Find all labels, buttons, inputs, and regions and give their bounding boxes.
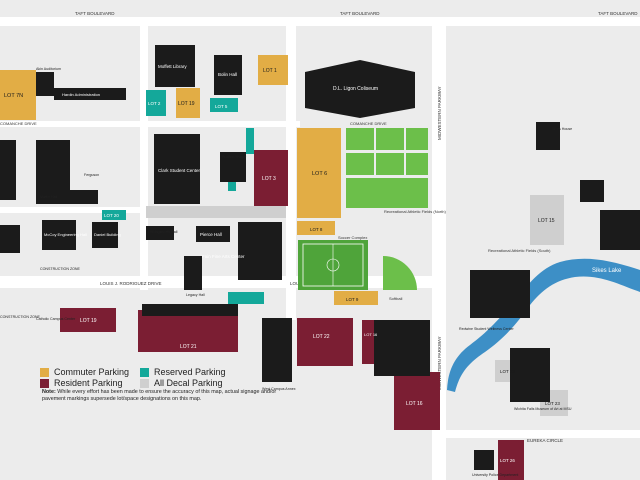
clark-center-label: Clark Student Center [158,168,201,173]
lot-label: LOT 6 [312,171,327,177]
ferguson-label: Ferguson [84,173,99,177]
lot-label: LOT 23 [545,401,560,406]
soccer-complex-label: Soccer Complex [338,235,367,240]
legend-resident: Resident Parking [40,377,123,389]
coliseum-label: D.L. Ligon Coliseum [333,86,378,92]
bolin-hall-label: Bolin Hall [218,72,237,77]
note-heading: Note: [42,389,56,395]
catholic-center-label: Catholic Campus Center [36,317,76,321]
fain-arts-label: Fain Fine Arts Center [202,254,245,259]
martin-hall-label: Martin Hall [40,195,57,199]
lot-labels: LOT 7N LOT 19 LOT 1 LOT 6 LOT 8 LOT 9 LO… [4,68,560,463]
lot-label: LOT 2 [148,101,161,106]
lot-label: LOT 26 [500,458,515,463]
lot-label: LOT 8 [310,227,323,232]
commuter-swatch [40,367,49,377]
museum-label: Wichita Falls Museum of Art at MSU [514,407,572,411]
decal-lots [146,195,568,416]
lot-label: LOT 1 [263,68,277,74]
softball-label: Softball [389,296,402,301]
redwine-center-label: Redwine Student Wellness Center [459,327,514,331]
map-disclaimer: Note: While every effort has been made t… [42,389,282,402]
mccoy-hall-label: McCoy Engineering Hall [44,232,87,237]
prothro-yeager-label: Prothro-Yeager [222,155,247,159]
construction-zone-label: CONSTRUCTION ZONE [0,315,41,319]
lot-label: LOT 22 [313,334,330,340]
taft-boulevard-label: TAFT BOULEVARD [598,11,638,16]
lot-label: LOT 19 [178,101,195,107]
midwestern-parkway-label: MIDWESTERN PARKWAY [437,336,442,390]
eureka-circle-label: EUREKA CIRCLE [527,438,563,443]
resident-swatch [40,378,49,388]
daniel-building-label: Daniel Building [94,232,121,237]
lot-label: LOT 23 [500,369,515,374]
taft-boulevard-label: TAFT BOULEVARD [75,11,115,16]
legend-commuter-label: Commuter Parking [54,367,130,377]
construction-zone-label: CONSTRUCTION ZONE [40,267,81,271]
parking-legend: Commuter Parking Reserved Parking Reside… [40,360,280,404]
lot-label: LOT 15 [538,218,555,224]
police-label: University Police Department [472,473,518,477]
lot-label: LOT 3 [262,176,276,182]
akin-auditorium-label: Akin Auditorium [36,67,61,71]
buildings-layer [0,45,640,470]
legend-resident-label: Resident Parking [54,378,123,388]
hardin-label: Hardin Administration [62,92,100,97]
midwestern-parkway-label: MIDWESTERN PARKWAY [437,86,442,140]
reserved-swatch [140,367,149,377]
taft-boulevard-label: TAFT BOULEVARD [340,11,380,16]
lot-label: LOT 5 [215,104,228,109]
comanche-drive-label: COMANCHE DRIVE [0,121,37,126]
recreational-north-label: Recreational Athletic Fields (North) [384,209,446,214]
louis-rodriguez-label: LOUIS J. RODRIGUEZ DRIVE [100,281,162,286]
recreational-south-label: Recreational Athletic Fields (South) [488,248,551,253]
west-campus-label: West Campus Annex [262,387,296,391]
sikes-house-label: Sikes House [552,127,572,131]
lot-label: LOT 16 [364,332,378,337]
resident-lots [60,150,524,480]
killingsworth-label: Killingsworth Hall [150,230,178,234]
sikes-lake-water [447,258,640,392]
legend-reserved: Reserved Parking [140,366,226,378]
lot-label: LOT 19 [80,318,97,324]
building-labels: Moffett Library Bolin Hall D.L. Ligon Co… [44,64,378,259]
secondary-labels: Akin Auditorium Killingsworth Hall Legac… [0,67,572,477]
legend-reserved-label: Reserved Parking [154,367,226,377]
commuter-lots [0,55,378,305]
legend-decal: All Decal Parking [140,377,223,389]
note-text: While every effort has been made to ensu… [42,389,277,402]
lot-label: LOT 20 [104,213,119,218]
legend-decal-label: All Decal Parking [154,378,223,388]
legend-commuter: Commuter Parking [40,366,129,378]
legacy-hall-label: Legacy Hall [186,293,205,297]
athletic-fields: Recreational Athletic Fields (North) Soc… [298,128,551,301]
lot-label: LOT 9 [346,297,359,302]
decal-swatch [140,378,149,388]
lot-label: LOT 21 [180,344,197,350]
comanche-drive-label: COMANCHE DRIVE [350,121,387,126]
sikes-lake-label: Sikes Lake [592,268,622,274]
lot-label: LOT 16 [406,401,423,407]
moffett-library-label: Moffett Library [158,64,187,69]
lot-label: LOT 7N [4,93,23,99]
pierce-hall-label: Pierce Hall [200,232,222,237]
